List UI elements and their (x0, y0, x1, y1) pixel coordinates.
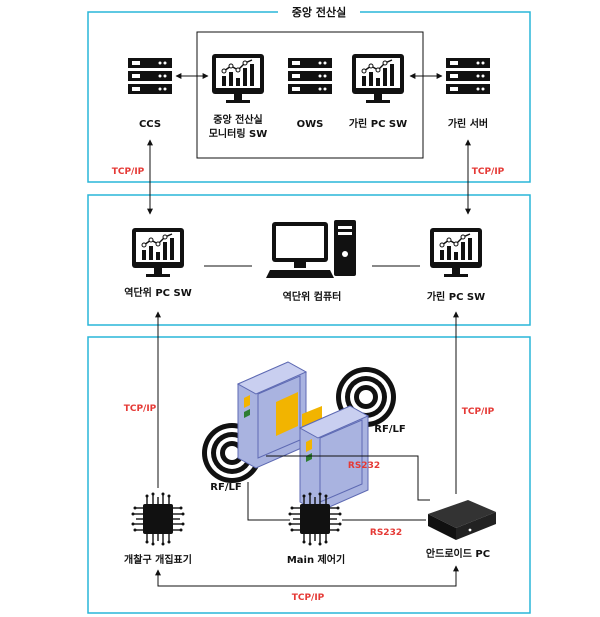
rflf-label-left: RF/LF (210, 482, 241, 493)
central-monitoring-monitor-icon (211, 53, 265, 104)
rf-left-to-controller-wire (247, 482, 290, 521)
main-controller-label: Main 제어기 (287, 553, 345, 566)
gate-server-icon (446, 58, 490, 94)
field-frame (87, 336, 531, 614)
rs232-to-android-wire (346, 455, 430, 501)
android-pc-label: 안드로이드 PC (426, 547, 490, 560)
ows-server-icon (288, 58, 332, 94)
rs232-label-upper: RS232 (348, 461, 380, 471)
gate-pc-mid-monitor-icon (429, 227, 483, 278)
central-room-title: 중앙 전산실 (292, 5, 346, 19)
rs232-label-lower: RS232 (370, 528, 402, 538)
ccs-label: CCS (139, 119, 161, 130)
station-frame (87, 194, 531, 326)
gate-flap-back (276, 392, 298, 436)
gate-cabinet-back (236, 361, 308, 469)
central-monitoring-label-line2: 모니터링 SW (209, 127, 268, 140)
tcpip-label-top-left: TCP/IP (112, 167, 145, 177)
tcpip-label-bottom: TCP/IP (292, 593, 325, 603)
rflf-label-right: RF/LF (374, 424, 405, 435)
gate-server-label: 가린 서버 (448, 117, 488, 130)
gate-pc-sw-top-label: 가린 PC SW (349, 117, 407, 130)
tcpip-label-mid-left: TCP/IP (124, 404, 157, 414)
gate-counter-chip-icon (130, 491, 186, 547)
tcpip-label-mid-right: TCP/IP (462, 407, 495, 417)
station-computer-icon (266, 220, 356, 278)
gate-cabinet-front (298, 405, 370, 513)
ows-label: OWS (297, 119, 324, 130)
station-pc-monitor-icon (131, 227, 185, 278)
gate-counter-label: 개찰구 개집표기 (124, 553, 192, 566)
android-pc-icon (428, 500, 496, 540)
station-computer-label: 역단위 컴퓨터 (283, 290, 342, 303)
tcpip-label-top-right: TCP/IP (472, 167, 505, 177)
counter-android-bottom-link (155, 565, 459, 587)
central-monitoring-label-line1: 중앙 전산실 (213, 113, 262, 126)
ows-group-box (196, 31, 424, 159)
gate-pc-monitor-icon (351, 53, 405, 104)
station-pc-sw-label: 역단위 PC SW (124, 286, 191, 299)
central-room-frame (87, 11, 531, 183)
ccs-server-icon (128, 58, 172, 94)
gate-pc-sw-mid-label: 가린 PC SW (427, 290, 485, 303)
